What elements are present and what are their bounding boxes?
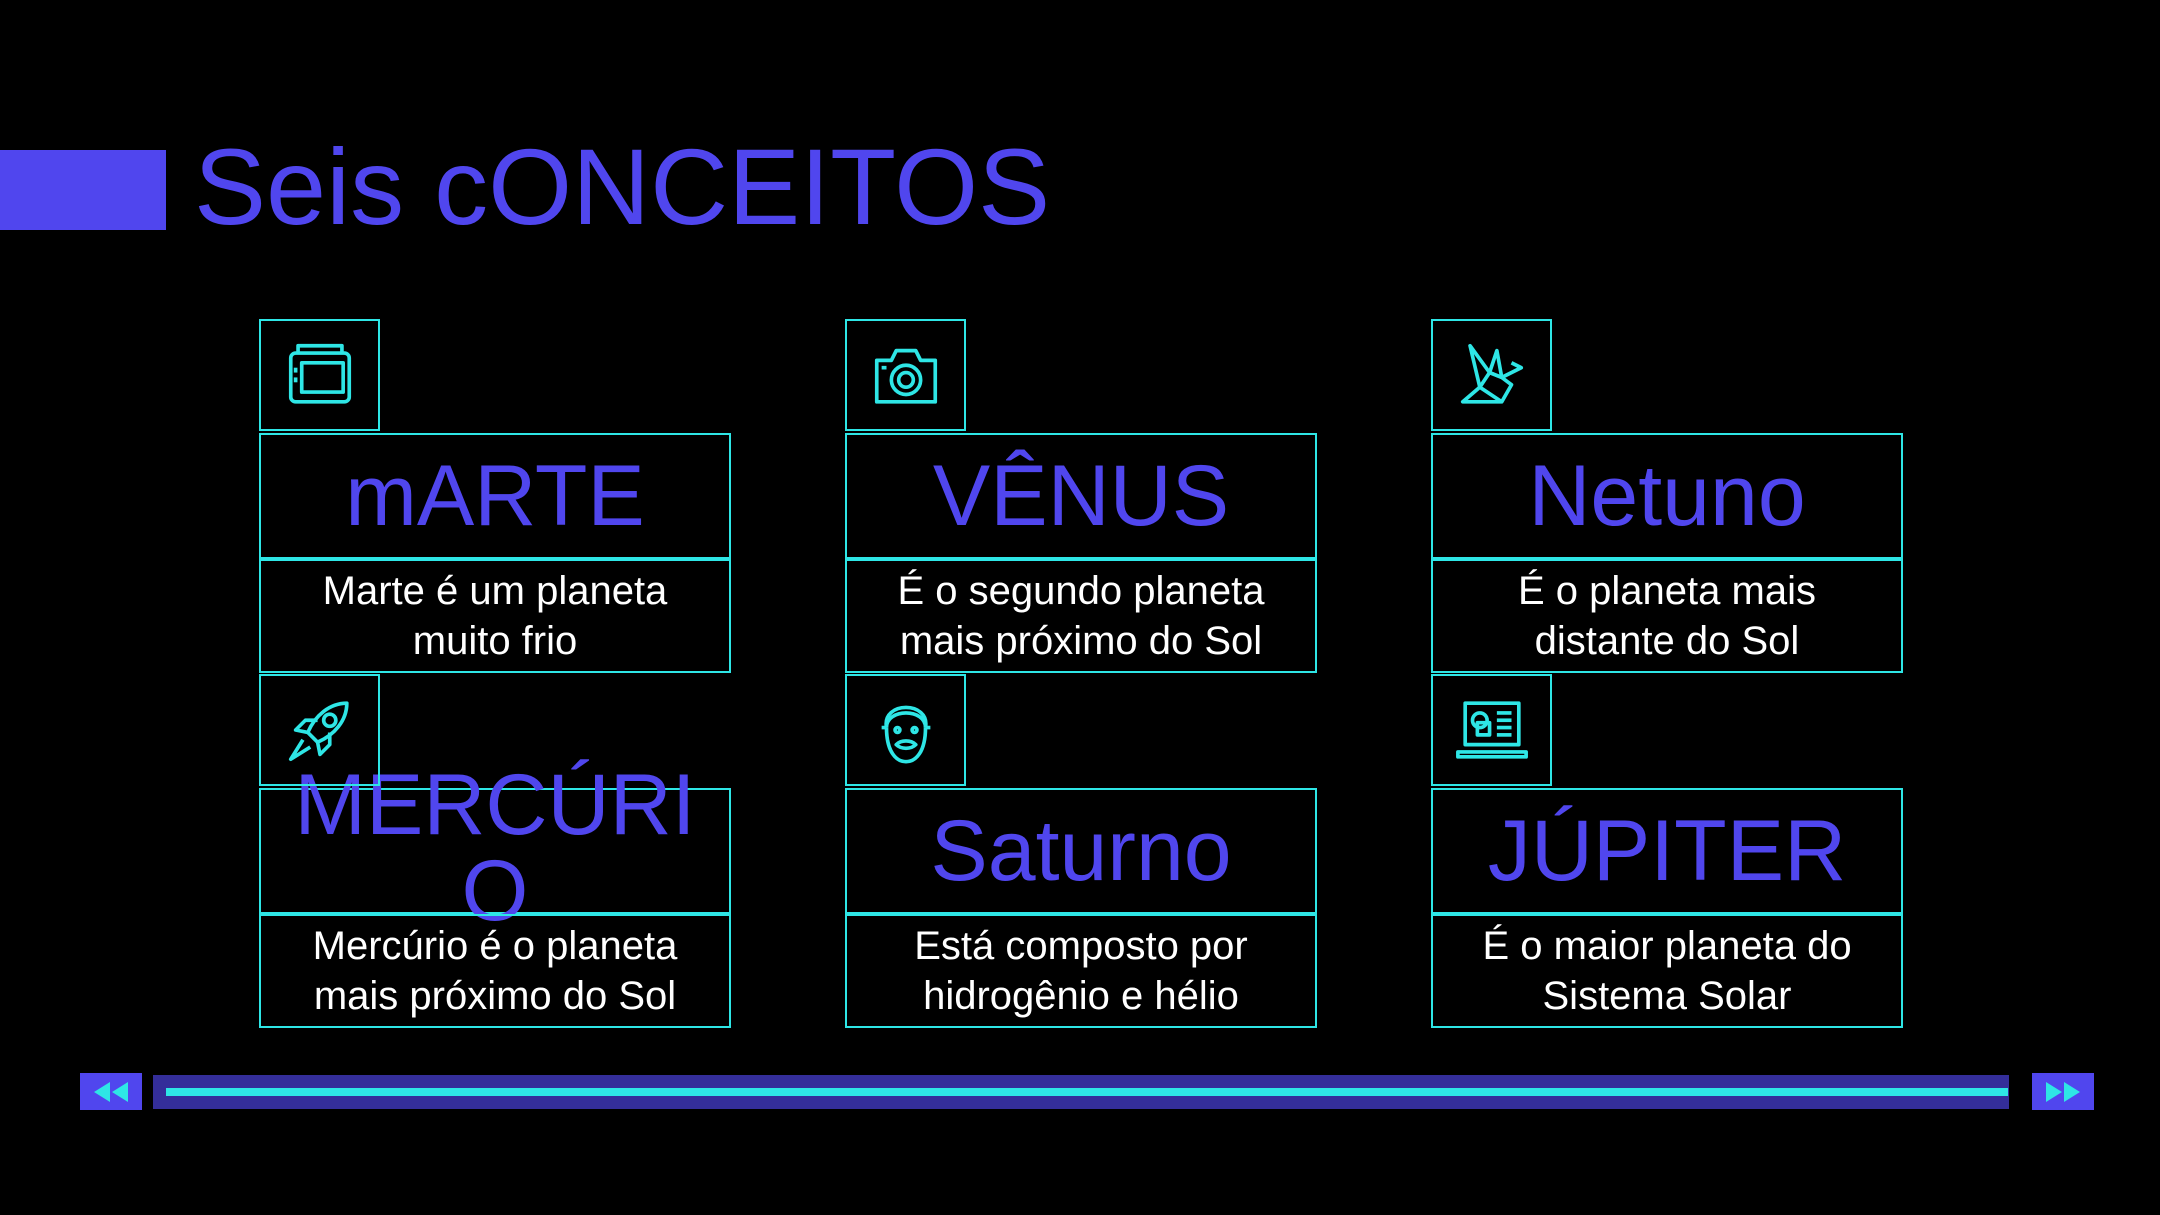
laptop-news-icon	[1431, 674, 1552, 786]
card-description: É o segundo planeta mais próximo do Sol	[897, 569, 1265, 663]
card-description-box: É o planeta mais distante do Sol	[1431, 559, 1903, 673]
card-description-box: Mercúrio é o planeta mais próximo do Sol	[259, 914, 731, 1028]
card-description: É o maior planeta do Sistema Solar	[1482, 924, 1852, 1018]
next-slide-button[interactable]	[2032, 1073, 2094, 1110]
card-heading-box: VÊNUS	[845, 433, 1317, 559]
concept-card-mercurio: MERCÚRIO Mercúrio é o planeta mais próxi…	[259, 674, 731, 1028]
card-heading-box: mARTE	[259, 433, 731, 559]
card-description-box: É o segundo planeta mais próximo do Sol	[845, 559, 1317, 673]
card-description: Mercúrio é o planeta mais próximo do Sol	[312, 924, 678, 1018]
card-heading: MERCÚRIO	[294, 757, 696, 939]
card-heading-box: Netuno	[1431, 433, 1903, 559]
card-heading-box: MERCÚRIO	[259, 762, 731, 934]
card-heading: JÚPITER	[1487, 803, 1847, 899]
card-heading-box: JÚPITER	[1431, 788, 1903, 914]
card-heading: Netuno	[1528, 448, 1806, 544]
drawing-tablet-icon	[259, 319, 380, 431]
concept-card-netuno: Netuno É o planeta mais distante do Sol	[1431, 319, 1903, 673]
bearded-man-icon	[845, 674, 966, 786]
rewind-icon	[94, 1081, 128, 1102]
origami-bird-icon	[1431, 319, 1552, 431]
card-heading: VÊNUS	[932, 448, 1230, 544]
card-description-box: Marte é um planeta muito frio	[259, 559, 731, 673]
card-description-box: Está composto por hidrogênio e hélio	[845, 914, 1317, 1028]
page-title: Seis cONCEITOS	[194, 126, 1051, 247]
card-heading: mARTE	[345, 448, 645, 544]
concept-card-venus: VÊNUS É o segundo planeta mais próximo d…	[845, 319, 1317, 673]
concept-card-marte: mARTE Marte é um planeta muito frio	[259, 319, 731, 673]
card-description: É o planeta mais distante do Sol	[1518, 569, 1816, 663]
rocket-icon	[259, 674, 380, 786]
concept-card-jupiter: JÚPITER É o maior planeta do Sistema Sol…	[1431, 674, 1903, 1028]
concept-card-saturno: Saturno Está composto por hidrogênio e h…	[845, 674, 1317, 1028]
previous-slide-button[interactable]	[80, 1073, 142, 1110]
camera-icon	[845, 319, 966, 431]
card-description: Está composto por hidrogênio e hélio	[914, 924, 1248, 1018]
card-description-box: É o maior planeta do Sistema Solar	[1431, 914, 1903, 1028]
fast-forward-icon	[2046, 1081, 2080, 1102]
progress-fill	[166, 1088, 2008, 1096]
card-heading: Saturno	[930, 803, 1232, 899]
title-accent-bar	[0, 150, 166, 230]
card-description: Marte é um planeta muito frio	[322, 569, 668, 663]
card-heading-box: Saturno	[845, 788, 1317, 914]
